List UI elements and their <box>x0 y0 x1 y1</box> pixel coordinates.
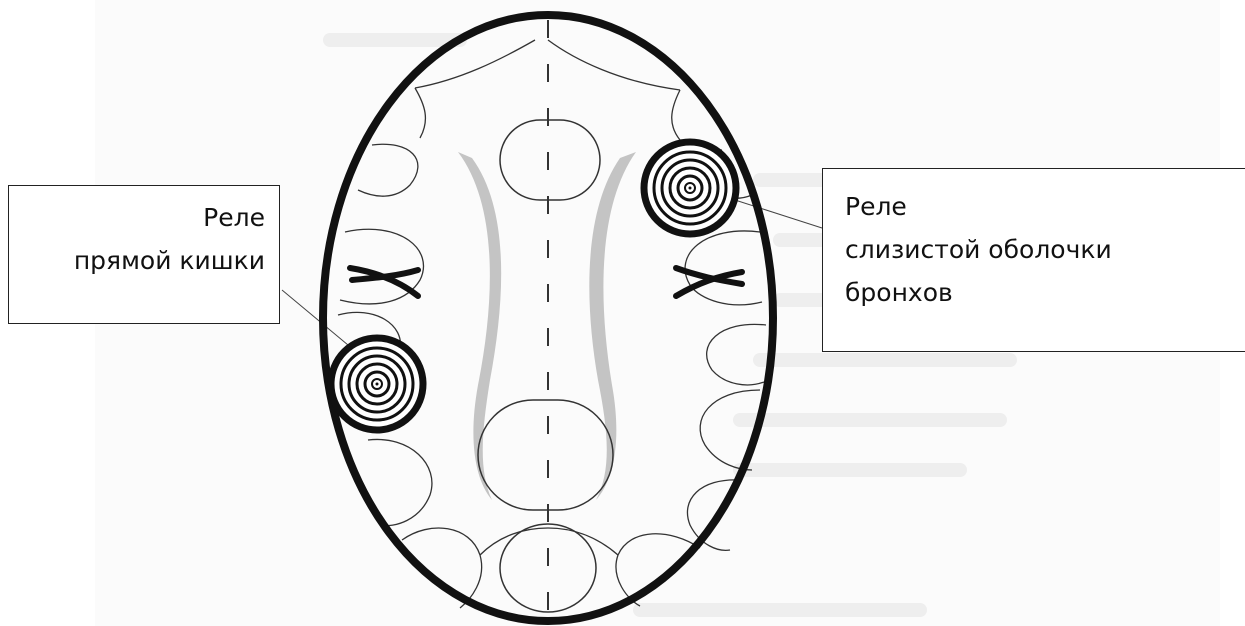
rectum-relay-label-line1: Реле <box>19 196 265 239</box>
left-relay-coil-icon <box>331 338 423 430</box>
bronchial-relay-label-line1: Реле <box>845 185 1235 228</box>
rectum-relay-label: Реле прямой кишки <box>8 185 280 324</box>
bronchial-mucosa-relay-label: Реле слизистой оболочки бронхов <box>822 168 1245 352</box>
rectum-relay-label-line2: прямой кишки <box>19 239 265 282</box>
bronchial-relay-label-line3: бронхов <box>845 271 1235 314</box>
bronchial-relay-label-line2: слизистой оболочки <box>845 228 1235 271</box>
right-relay-coil-icon <box>644 142 736 234</box>
